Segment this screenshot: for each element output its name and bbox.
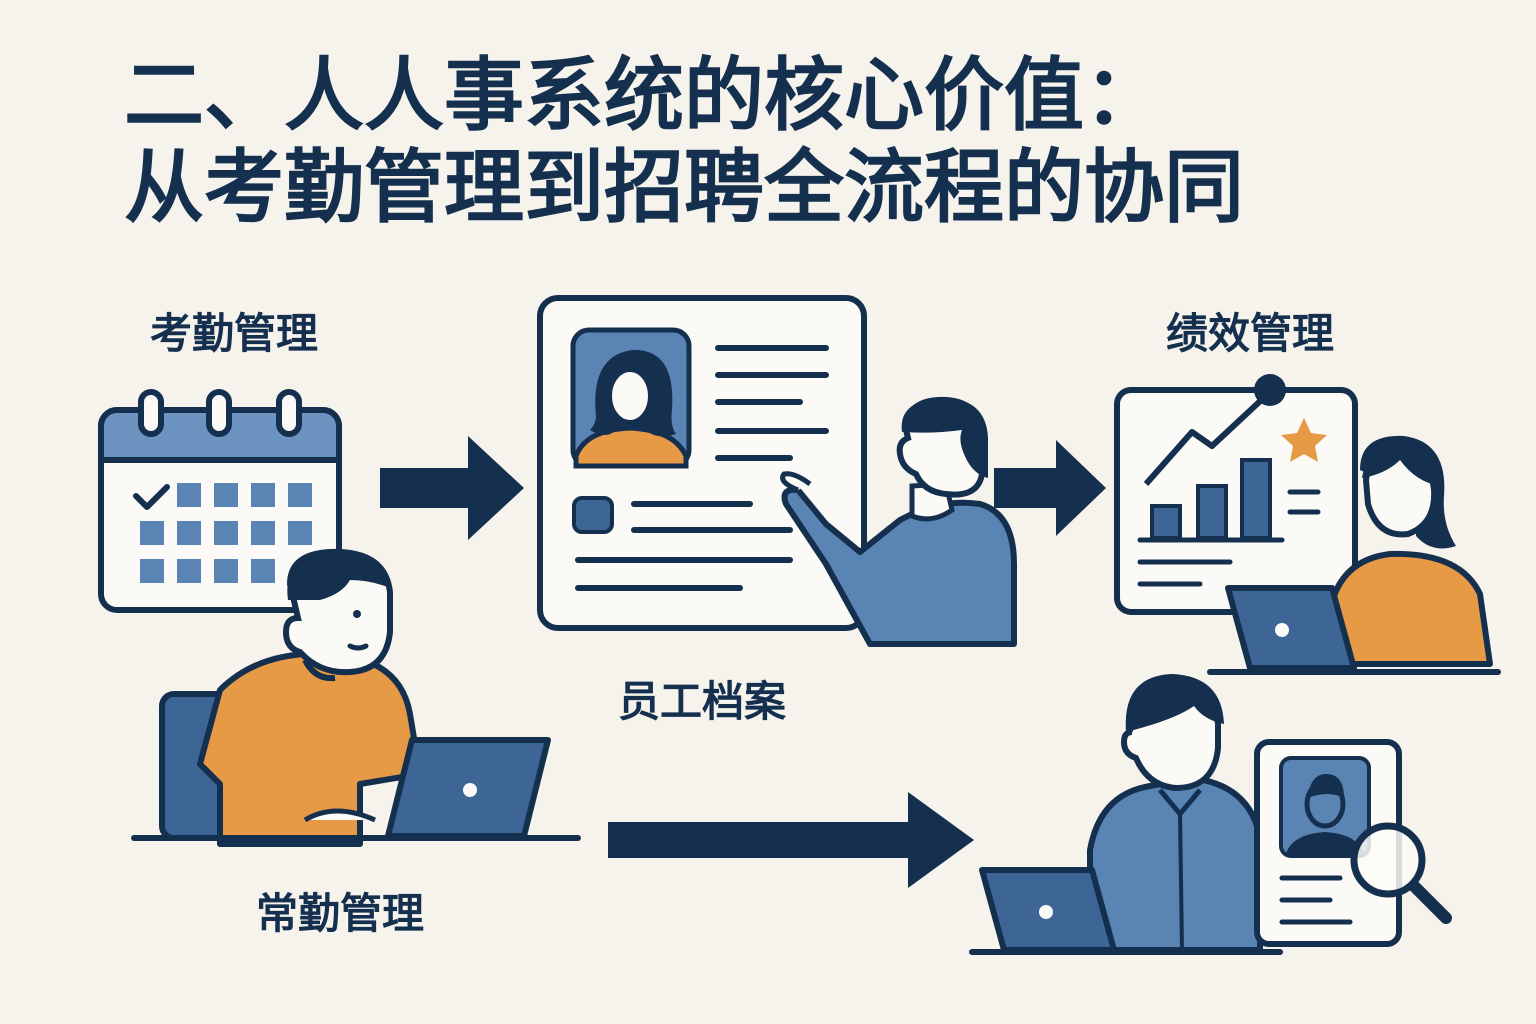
hr-manager-pointing (780, 396, 1017, 647)
checkmark-icon (133, 484, 170, 510)
title-line-2: 从考勤管理到招聘全流程的协同 (124, 141, 1244, 234)
title-line-1: 二、人人事系统的核心价值： (124, 49, 1164, 142)
calendar-icon (98, 389, 342, 613)
employee-woman-laptop (1207, 435, 1501, 675)
employee-at-laptop (131, 548, 581, 847)
growth-chart-icon (1114, 374, 1358, 615)
star-icon (1281, 418, 1327, 462)
label-performance: 绩效管理 (1166, 309, 1335, 358)
label-regular-attendance: 常勤管理 (256, 889, 425, 938)
profile-card-icon (537, 295, 867, 631)
label-employee-files: 员工档案 (618, 677, 787, 726)
magnifier-icon (1350, 822, 1452, 924)
label-attendance: 考勤管理 (150, 309, 319, 358)
resume-search-icon (1254, 739, 1452, 947)
recruiter-at-laptop (969, 674, 1283, 955)
arrow-icon (380, 436, 1106, 888)
page-title: 二、人人事系统的核心价值： 从考勤管理到招聘全流程的协同 (124, 50, 1244, 234)
